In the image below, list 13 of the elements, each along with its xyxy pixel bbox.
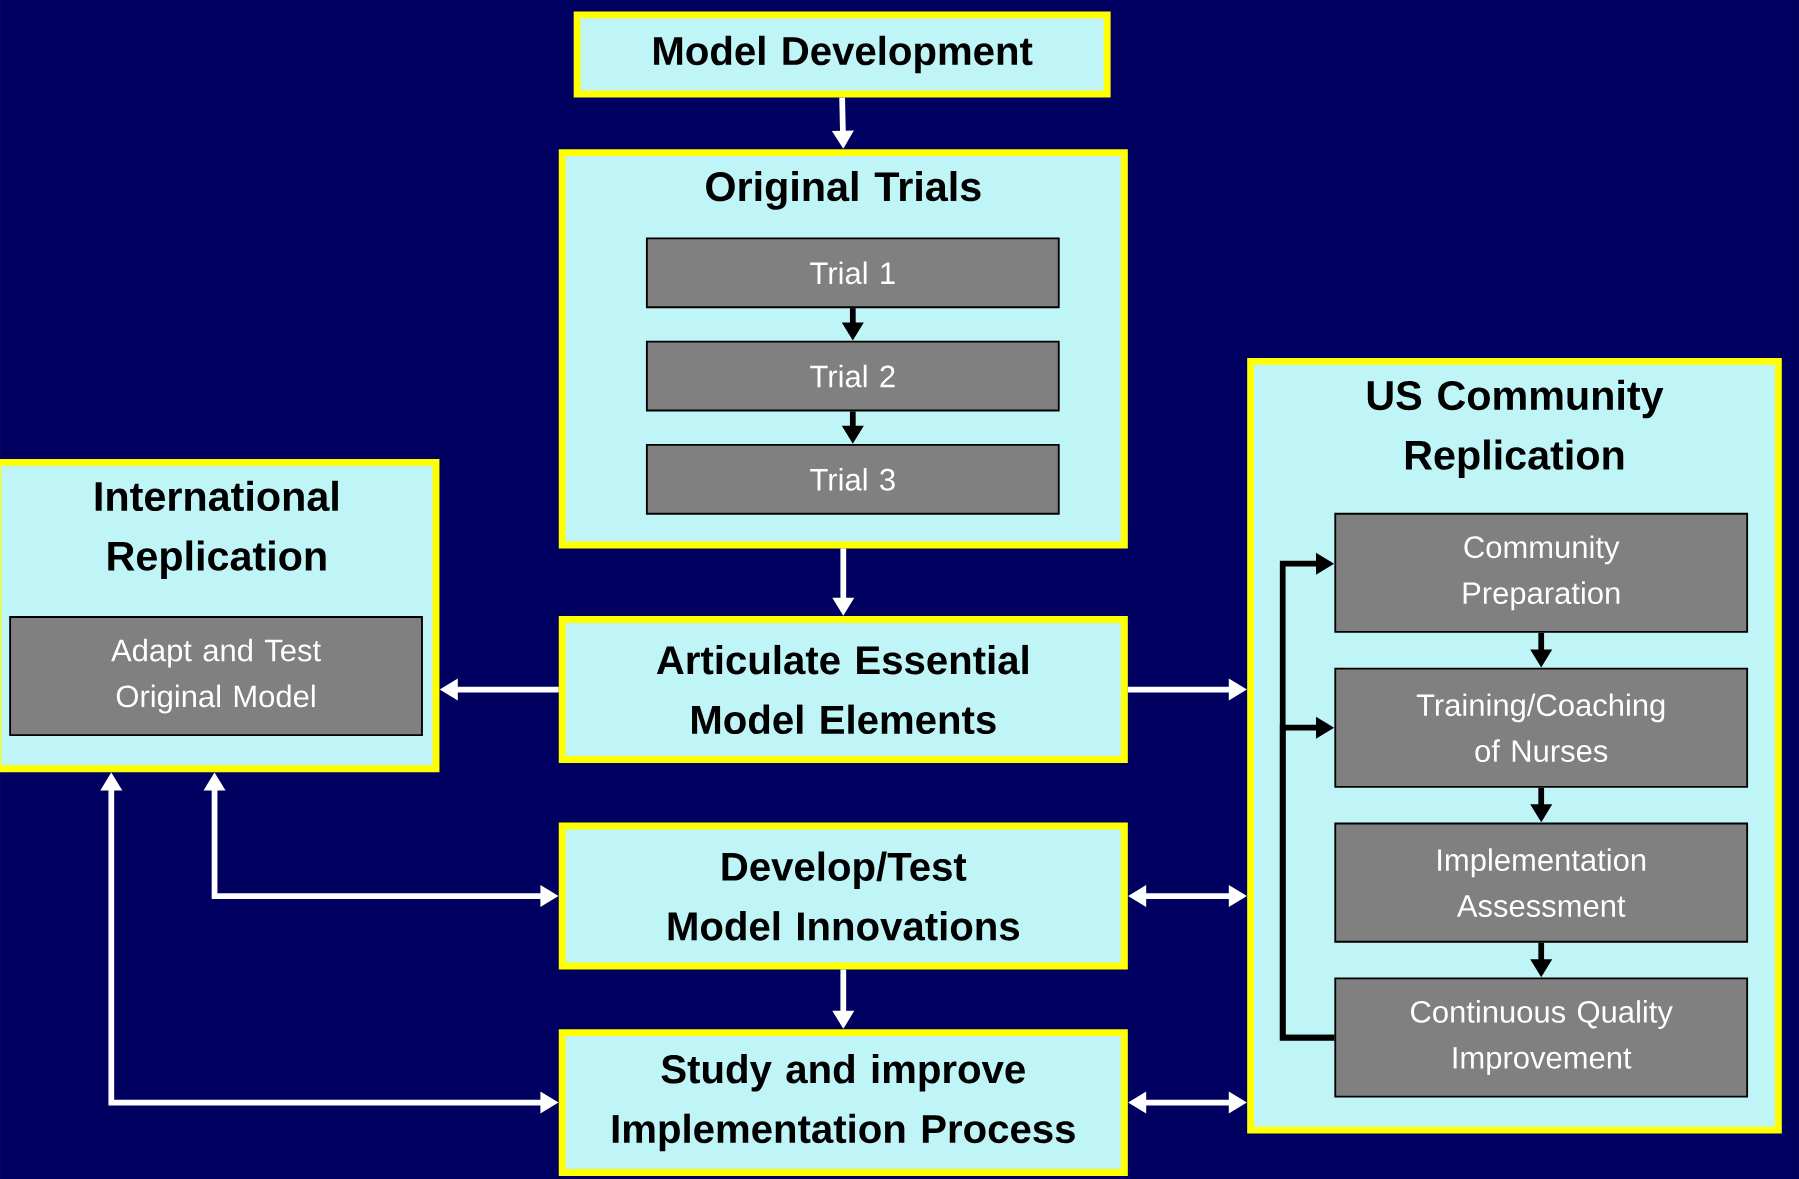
process-box: Study and improve Implementation Process [558, 1028, 1128, 1176]
step-box: Training/Coaching of Nurses [1334, 667, 1749, 788]
process-box: Articulate Essential Model Elements [558, 615, 1128, 763]
arrow [1279, 716, 1335, 1041]
process-box: Develop/Test Model Innovations [558, 822, 1128, 970]
step-box: Community Preparation [1334, 512, 1749, 633]
step-box: Trial 3 [645, 443, 1060, 515]
process-box: Model Development [573, 11, 1111, 98]
step-box: Continuous Quality Improvement [1334, 977, 1749, 1098]
step-box: Adapt and Test Original Model [9, 615, 423, 736]
step-box: Trial 2 [645, 340, 1060, 412]
step-box: Implementation Assessment [1334, 822, 1749, 943]
step-box: Trial 1 [645, 237, 1060, 308]
